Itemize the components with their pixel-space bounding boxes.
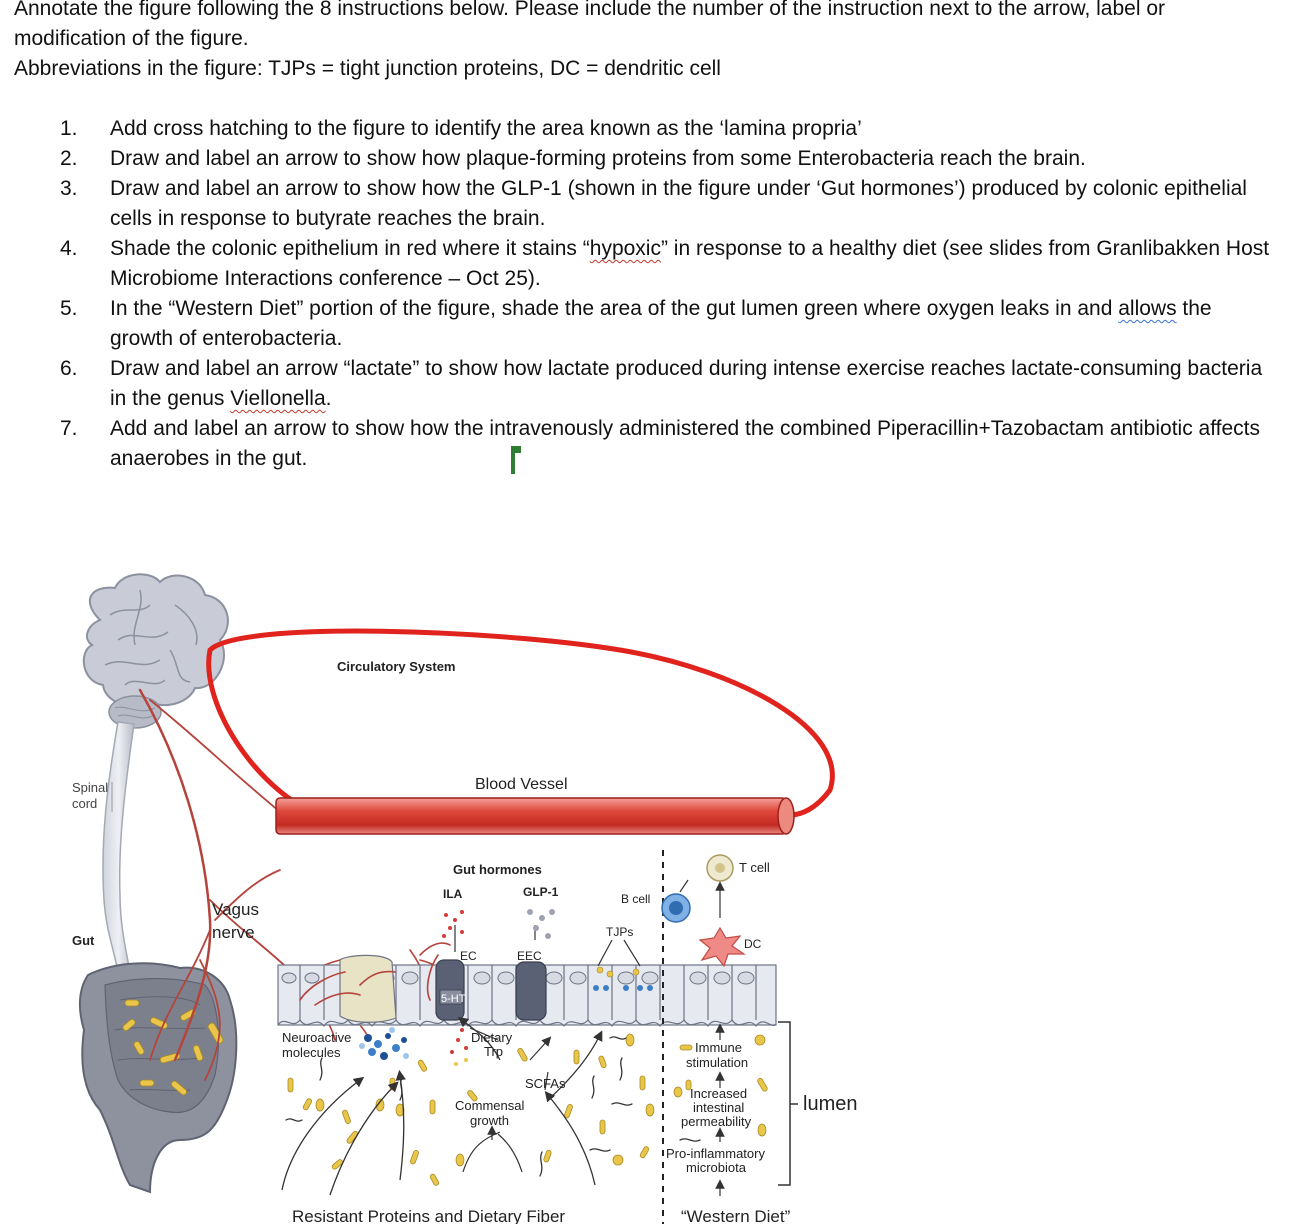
text-part: . bbox=[325, 387, 332, 410]
instruction-1: 1. Add cross hatching to the figure to id… bbox=[60, 114, 1280, 144]
spinal-label: Spinal bbox=[72, 780, 108, 795]
lumen-label: lumen bbox=[803, 1093, 857, 1115]
annotation-red-loop bbox=[206, 628, 835, 835]
gut-label: Gut bbox=[72, 933, 95, 948]
blood-vessel-icon bbox=[275, 797, 795, 835]
instruction-6: 6. Draw and label an arrow “lactate” to s… bbox=[60, 354, 1280, 414]
instruction-text: Draw and label an arrow to show how plaq… bbox=[110, 147, 1086, 170]
instruction-number: 4. bbox=[60, 237, 78, 260]
spellcheck-word: hypoxic bbox=[589, 237, 661, 260]
instruction-number: 6. bbox=[60, 357, 78, 380]
ec-label: EC bbox=[460, 949, 477, 963]
instruction-3: 3. Draw and label an arrow to show how th… bbox=[60, 174, 1280, 234]
serotonin-label: 5-HT bbox=[441, 993, 466, 1005]
instruction-number: 2. bbox=[60, 147, 78, 170]
instructions-header: Annotate the figure following the 8 inst… bbox=[14, 0, 1284, 84]
stimulation-label: stimulation bbox=[686, 1055, 748, 1070]
increased-label: Increased bbox=[690, 1086, 747, 1101]
permeability-label: permeability bbox=[681, 1114, 752, 1129]
instruction-number: 3. bbox=[60, 177, 78, 200]
brain-icon bbox=[82, 573, 229, 729]
vagus-label: Vagus bbox=[212, 900, 259, 919]
ila-label: ILA bbox=[443, 887, 463, 901]
gut-hormones-label: Gut hormones bbox=[453, 862, 542, 877]
abbreviations: Abbreviations in the figure: TJPs = tigh… bbox=[14, 57, 721, 80]
dc-label: DC bbox=[744, 937, 762, 951]
text-part: the growth of enterobacteria. bbox=[110, 297, 1212, 350]
circulatory-system-label: Circulatory System bbox=[337, 659, 456, 674]
header-line-2: modification of the figure. bbox=[14, 27, 249, 50]
molecules-label: molecules bbox=[282, 1045, 341, 1060]
pro-inflammatory-label: Pro-inflammatory bbox=[666, 1146, 765, 1161]
cord-label: cord bbox=[72, 796, 97, 811]
trp-label: Trp bbox=[484, 1044, 503, 1059]
tjps-label: TJPs bbox=[606, 925, 633, 939]
dendritic-cell-icon bbox=[698, 926, 746, 968]
spinal-cord-icon bbox=[102, 721, 135, 973]
instruction-text: Draw and label an arrow “lactate” to sho… bbox=[110, 354, 1280, 414]
scfas-label: SCFAs bbox=[525, 1076, 566, 1091]
neuroactive-label: Neuroactive bbox=[282, 1030, 351, 1045]
neuroactive-molecules-icon bbox=[359, 1027, 409, 1060]
instruction-7: 7. Add and label an arrow to show how the… bbox=[60, 414, 1280, 474]
text-part: Draw and label an arrow “lactate” to sho… bbox=[110, 357, 1263, 410]
dietary-label: Dietary bbox=[471, 1030, 513, 1045]
t-cell-label: T cell bbox=[739, 860, 770, 875]
lumen-bracket bbox=[778, 1021, 791, 1186]
intestinal-label: intestinal bbox=[693, 1100, 744, 1115]
instruction-text: Draw and label an arrow to show how the … bbox=[110, 177, 1247, 230]
instruction-text: Add cross hatching to the figure to iden… bbox=[110, 117, 862, 140]
instruction-number: 1. bbox=[60, 117, 78, 140]
resistant-proteins-label: Resistant Proteins and Dietary Fiber bbox=[292, 1207, 565, 1224]
text-part: Shade the colonic epithelium in red wher… bbox=[110, 237, 590, 260]
instruction-text: Add and label an arrow to show how the i… bbox=[110, 417, 1261, 470]
instruction-list: 1. Add cross hatching to the figure to id… bbox=[60, 114, 1280, 474]
instruction-text: In the “Western Diet” portion of the fig… bbox=[110, 294, 1280, 354]
nerve-label: nerve bbox=[212, 923, 255, 942]
spellcheck-word: Viellonella bbox=[230, 387, 326, 410]
bacteria-cluster bbox=[287, 1033, 768, 1186]
instruction-text: Shade the colonic epithelium in red wher… bbox=[110, 234, 1280, 294]
microbiota-label: microbiota bbox=[686, 1160, 747, 1175]
western-diet-label: “Western Diet” bbox=[681, 1207, 791, 1224]
cursor-flag-icon bbox=[511, 446, 521, 474]
eec-label: EEC bbox=[517, 949, 542, 963]
glp1-label: GLP-1 bbox=[523, 885, 559, 899]
instruction-number: 5. bbox=[60, 297, 78, 320]
b-cell-label: B cell bbox=[621, 892, 650, 906]
colon-icon bbox=[78, 962, 238, 1194]
growth-label: growth bbox=[470, 1113, 509, 1128]
header-line-1: Annotate the figure following the 8 inst… bbox=[14, 0, 1166, 20]
instruction-5: 5. In the “Western Diet” portion of the f… bbox=[60, 294, 1280, 354]
text-part: In the “Western Diet” portion of the fig… bbox=[110, 297, 1119, 320]
blood-vessel-label: Blood Vessel bbox=[475, 776, 568, 793]
instruction-number: 7. bbox=[60, 417, 78, 440]
instruction-2: 2. Draw and label an arrow to show how pl… bbox=[60, 144, 1280, 174]
epithelium-layer bbox=[277, 954, 777, 1028]
instruction-4: 4. Shade the colonic epithelium in red wh… bbox=[60, 234, 1280, 294]
grammar-word: allows bbox=[1118, 297, 1177, 320]
commensal-label: Commensal bbox=[455, 1098, 524, 1113]
immune-label: Immune bbox=[695, 1040, 742, 1055]
text-part: ” in response to a healthy diet (see sli… bbox=[110, 237, 1270, 290]
nerve-branches bbox=[299, 942, 451, 1006]
eec-cell bbox=[515, 961, 547, 1021]
